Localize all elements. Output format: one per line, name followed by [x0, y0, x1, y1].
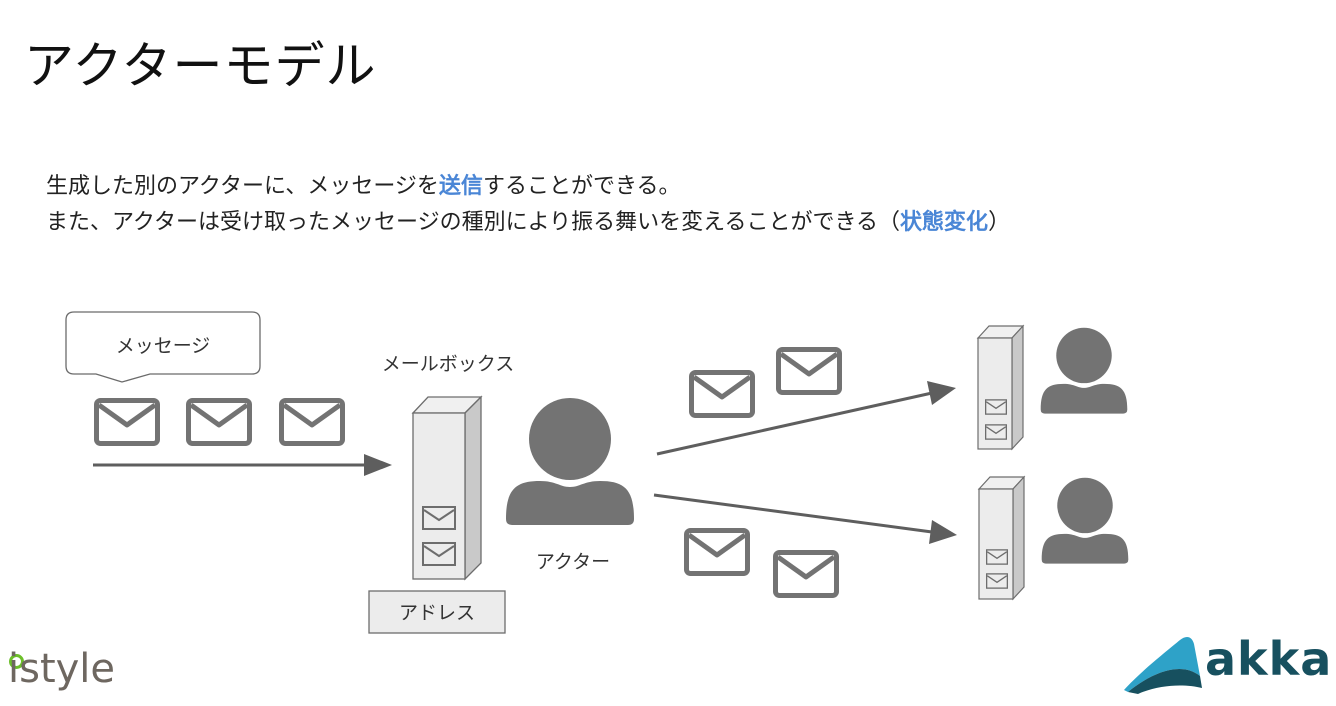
description-line-1: 生成した別のアクターに、メッセージを送信することができる。 [46, 168, 681, 200]
actor-label: アクター [536, 551, 610, 573]
highlight-state-change: 状態変化 [900, 210, 989, 235]
outgoing-arrow-upper [656, 381, 956, 456]
envelope-icon [189, 401, 250, 444]
envelope-icon [687, 531, 748, 574]
envelope-icon [985, 424, 1007, 440]
envelope-icon [692, 373, 753, 416]
description-line-2: また、アクターは受け取ったメッセージの種別により振る舞いを変えることができる（状… [46, 204, 1010, 236]
target-actor-icon [1040, 327, 1128, 414]
istyle-logo-dot [9, 654, 24, 669]
slide-title: アクターモデル [24, 37, 377, 95]
istyle-logo: istyle [8, 646, 116, 692]
outgoing-arrow-lower [653, 493, 957, 544]
envelope-icon [282, 401, 343, 444]
envelope-icon [776, 553, 837, 596]
akka-logo-mark [1124, 636, 1202, 694]
description-text: することができる。 [482, 174, 681, 199]
envelope-icon [779, 350, 840, 393]
envelope-icon [986, 573, 1008, 589]
target-mailbox-2 [977, 475, 1026, 601]
envelope-icon [422, 542, 456, 566]
envelope-icon [986, 549, 1008, 565]
mailbox [411, 395, 483, 581]
address-box: アドレス [368, 590, 506, 634]
incoming-arrow [93, 454, 392, 476]
akka-logo-text: akka [1205, 632, 1333, 686]
message-bubble: メッセージ [65, 311, 261, 383]
description-text: また、アクターは受け取ったメッセージの種別により振る舞いを変えることができる（ [46, 210, 901, 235]
highlight-send: 送信 [438, 174, 483, 199]
message-bubble-label: メッセージ [116, 335, 211, 357]
description-text: ） [988, 210, 1011, 235]
target-actor-icon [1041, 477, 1129, 564]
envelope-icon [97, 401, 158, 444]
mailbox-label: メールボックス [382, 353, 514, 375]
target-mailbox-1 [976, 324, 1025, 451]
address-label: アドレス [399, 602, 475, 624]
envelope-icon [422, 506, 456, 530]
actor-person-icon [506, 398, 634, 525]
description-text: 生成した別のアクターに、メッセージを [46, 174, 439, 199]
envelope-icon [985, 399, 1007, 415]
